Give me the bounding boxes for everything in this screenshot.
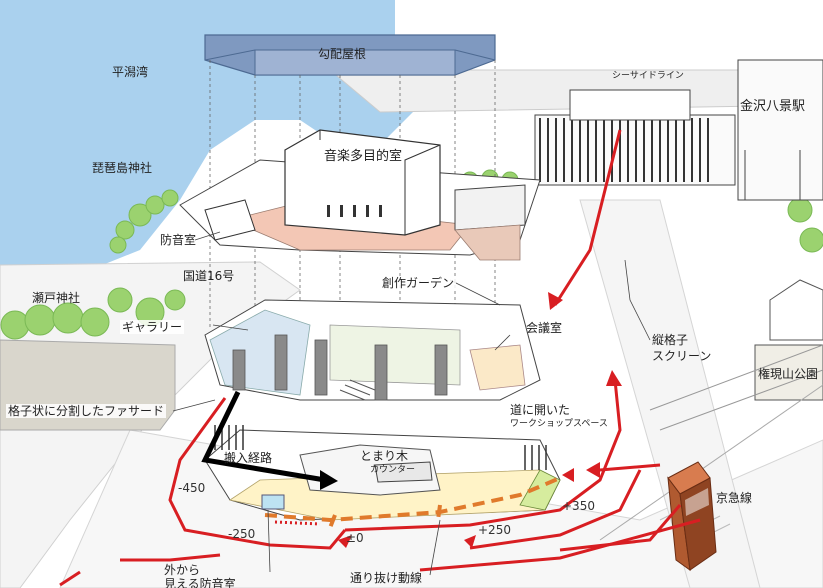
label-vertical-lattice-screen-1: 縦格子 [652,333,689,347]
elevation-minus-250: -250 [228,527,256,541]
label-tomarigi-counter-2: カウンター [370,465,416,475]
label-keikyu-line: 京急線 [716,491,753,505]
red-arrowheads [338,292,622,548]
leader-lines [172,231,651,576]
elevation-minus-450: -450 [178,481,206,495]
middle-floor [204,299,541,401]
loading-route-arrow [201,390,338,490]
label-meeting-room: 会議室 [526,321,563,335]
label-soundproof-room: 防音室 [160,233,197,247]
upper-floor [179,129,541,261]
red-flow-lines [59,129,701,587]
label-seto-shrine: 瀬戸神社 [32,291,81,305]
label-gongenyama-park: 権現山公園 [758,367,819,381]
elevation-plus-250: +250 [478,523,511,537]
orange-through-path [264,476,561,529]
label-workshop-space-2: ワークショップスペース [510,419,608,429]
keikyu-train [667,461,717,572]
label-music-hall: 音楽多目的室 [324,149,403,164]
label-through-route: 通り抜け動線 [350,571,423,585]
label-visible-soundproof-2: 見える防音室 [164,577,236,588]
side-road [579,199,761,588]
label-hirakata-bay: 平潟湾 [112,65,149,79]
label-sosaku-garden: 創作ガーデン [380,276,457,290]
label-workshop-space-1: 道に開いた [510,403,571,417]
label-gallery: ギャラリー [120,320,185,334]
label-lattice-facade: 格子状に分割したファサード [6,404,167,418]
elevation-zero: ±0 [346,531,364,545]
label-visible-soundproof-1: 外から [164,563,201,577]
label-biwajima-shrine: 琵琶島神社 [92,161,153,175]
right-houses [754,279,823,401]
label-sloped-roof: 勾配屋根 [318,47,367,61]
label-route-16: 国道16号 [183,269,235,283]
label-loading-route: 搬入経路 [224,451,273,465]
ground-floor [204,425,561,521]
label-vertical-lattice-screen-2: スクリーン [652,349,712,363]
label-tomarigi-counter-1: とまり木 [360,449,409,463]
label-kanazawa-hakkei-station: 金沢八景駅 [740,99,806,114]
station-structure [534,59,823,201]
label-seaside-line: シーサイドライン [612,71,684,81]
elevation-plus-350: +350 [562,499,595,513]
